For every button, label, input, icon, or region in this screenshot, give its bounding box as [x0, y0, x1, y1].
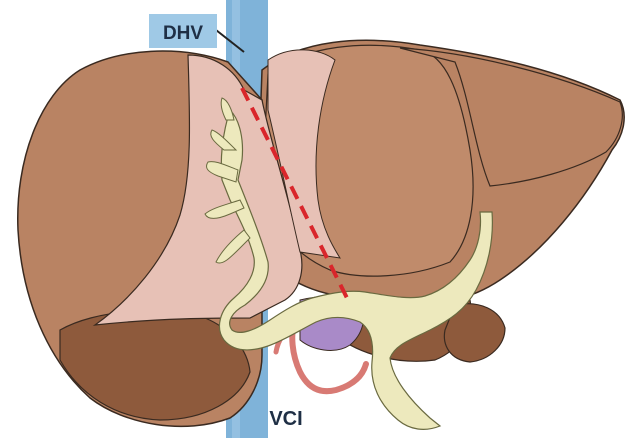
dhv-label: DHV — [163, 23, 203, 44]
vci-label: VCI — [269, 408, 302, 430]
